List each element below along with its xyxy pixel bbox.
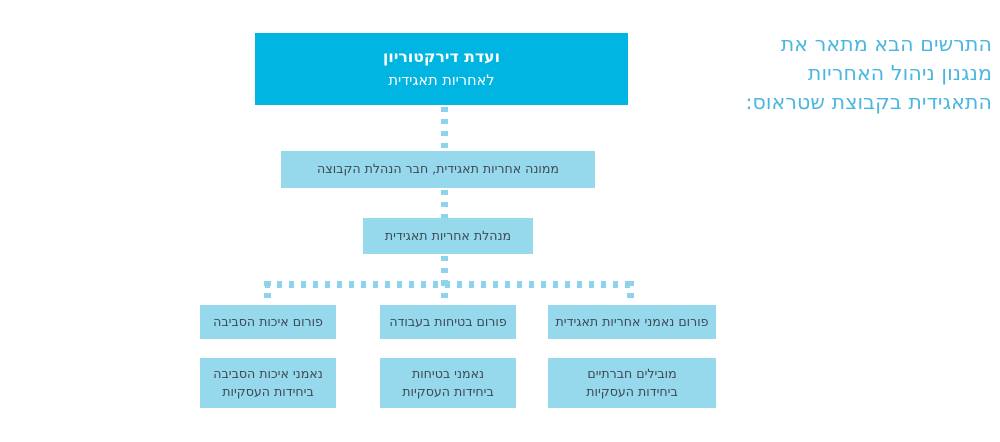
safety-trustees-line-2: ביחידות העסקיות <box>402 384 494 399</box>
connector-officer-to-manager <box>441 190 448 218</box>
board-committee-subtitle: לאחריות תאגידית <box>388 73 495 90</box>
node-board-committee[interactable]: ועדת דירקטוריון לאחריות תאגידית <box>255 33 628 105</box>
safety-trustees-line-1: נאמני בטיחות <box>411 365 485 381</box>
env-trustees-line-1: נאמני איכות הסביבה <box>213 365 323 381</box>
board-committee-title: ועדת דירקטוריון <box>382 47 501 66</box>
node-env-trustees[interactable]: נאמני איכות הסביבה ביחידות העסקיות <box>200 358 336 408</box>
intro-line-1: התרשים הבא מתאר את <box>780 32 992 56</box>
node-forum-safety[interactable]: פורום בטיחות בעבודה <box>380 305 516 339</box>
connector-drop-cr-trustees <box>627 281 634 306</box>
social-leaders-line-1: מובילים חברתיים <box>587 365 677 381</box>
node-forum-environment[interactable]: פורום איכות הסביבה <box>200 305 336 339</box>
node-forum-cr-trustees[interactable]: פורום נאמני אחריות תאגידית <box>548 305 716 339</box>
forum-safety-label: פורום בטיחות בעבודה <box>389 313 507 329</box>
node-social-leaders[interactable]: מובילים חברתיים ביחידות העסקיות <box>548 358 716 408</box>
intro-line-2: מנגנון ניהול האחריות <box>807 61 992 85</box>
cr-officer-label: ממונה אחריות תאגידית, חבר הנהלת הקבוצה <box>317 161 559 177</box>
intro-line-3: התאגידית בקבוצת שטראוס: <box>745 90 992 114</box>
node-cr-officer[interactable]: ממונה אחריות תאגידית, חבר הנהלת הקבוצה <box>281 151 595 188</box>
intro-paragraph: התרשים הבא מתאר את מנגנון ניהול האחריות … <box>742 30 992 117</box>
forum-cr-trustees-label: פורום נאמני אחריות תאגידית <box>555 313 709 329</box>
social-leaders-line-2: ביחידות העסקיות <box>586 384 678 399</box>
env-trustees-line-2: ביחידות העסקיות <box>222 384 314 399</box>
connector-drop-safety <box>441 281 448 306</box>
cr-manager-label: מנהלת אחריות תאגידית <box>384 227 512 243</box>
node-safety-trustees[interactable]: נאמני בטיחות ביחידות העסקיות <box>380 358 516 408</box>
connector-horizontal-bus <box>265 281 633 288</box>
connector-board-to-officer <box>441 107 448 151</box>
connector-manager-stem <box>441 256 448 282</box>
node-cr-manager[interactable]: מנהלת אחריות תאגידית <box>363 218 533 254</box>
forum-environment-label: פורום איכות הסביבה <box>213 313 323 329</box>
connector-drop-environment <box>264 281 271 306</box>
